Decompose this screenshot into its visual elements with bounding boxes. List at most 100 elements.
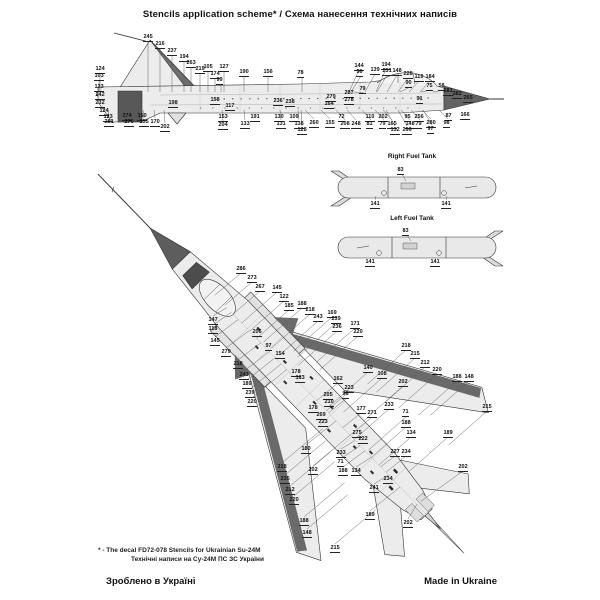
callout-184: 184	[425, 74, 436, 82]
callout-148: 148	[302, 530, 313, 538]
callout-99: 99	[216, 77, 224, 85]
callout-223: 223	[318, 419, 329, 427]
callout-220: 220	[289, 497, 300, 505]
left-fuel-tank-title: Left Fuel Tank	[390, 215, 434, 222]
callout-83: 83	[402, 228, 410, 236]
callout-220: 220	[247, 399, 258, 407]
callout-227: 227	[390, 449, 401, 457]
callout-212: 212	[285, 487, 296, 495]
callout-127: 127	[219, 64, 230, 72]
callout-148: 148	[464, 374, 475, 382]
callout-189: 189	[365, 512, 376, 520]
callout-279: 279	[221, 349, 232, 357]
callout-188: 188	[401, 420, 412, 428]
callout-138: 138	[294, 121, 305, 129]
callout-205: 205	[323, 392, 334, 400]
callout-265: 265	[463, 95, 474, 103]
callout-131: 131	[276, 121, 287, 129]
callout-174: 174	[210, 71, 221, 79]
callout-210: 210	[324, 399, 335, 407]
callout-97: 97	[427, 126, 435, 134]
callout-144: 144	[354, 63, 365, 71]
callout-286: 286	[236, 266, 247, 274]
callout-280: 280	[426, 120, 437, 128]
callout-239: 239	[331, 316, 342, 324]
callout-56: 56	[356, 69, 364, 77]
callout-134: 134	[351, 468, 362, 476]
callout-87: 87	[445, 113, 453, 121]
callout-233: 233	[336, 450, 347, 458]
callout-241: 241	[369, 485, 380, 493]
callout-75: 75	[426, 83, 434, 91]
callout-234: 234	[401, 449, 412, 457]
callout-198: 198	[168, 100, 179, 108]
right-fuel-tank-title: Right Fuel Tank	[387, 153, 437, 160]
callout-188: 188	[299, 518, 310, 526]
callout-165: 165	[387, 121, 398, 129]
callout-242: 242	[95, 92, 106, 100]
side-view-drawing	[95, 32, 504, 125]
callout-218: 218	[305, 307, 316, 315]
callout-218: 218	[277, 464, 288, 472]
callout-204: 204	[218, 122, 229, 130]
callout-220: 220	[432, 367, 443, 375]
callout-83: 83	[397, 167, 405, 175]
callout-155: 155	[139, 119, 150, 127]
callout-238: 238	[285, 99, 296, 107]
callout-150: 150	[137, 113, 148, 121]
callout-148: 148	[405, 121, 416, 129]
callout-154: 154	[275, 351, 286, 359]
callout-71: 71	[337, 459, 345, 467]
callout-164: 164	[324, 101, 335, 109]
callout-148: 148	[392, 68, 403, 76]
callout-81: 81	[366, 121, 374, 129]
callout-266: 266	[402, 127, 413, 135]
fuel-tanks-drawing	[330, 170, 504, 267]
callout-234: 234	[383, 476, 394, 484]
callout-202: 202	[160, 124, 171, 132]
callout-202: 202	[403, 520, 414, 528]
callout-188: 188	[297, 301, 308, 309]
callout-123: 123	[94, 84, 105, 92]
callout-273: 273	[247, 275, 258, 283]
callout-79: 79	[415, 121, 423, 129]
callout-215: 215	[330, 545, 341, 553]
callout-189: 189	[242, 381, 253, 389]
callout-124: 124	[99, 108, 110, 116]
callout-103: 103	[94, 73, 105, 81]
callout-119: 119	[414, 74, 424, 82]
callout-189: 189	[443, 430, 454, 438]
callout-145: 145	[210, 338, 221, 346]
callout-194: 194	[381, 62, 392, 70]
callout-117: 117	[225, 103, 235, 111]
callout-188: 188	[338, 468, 349, 476]
callout-170: 170	[150, 119, 161, 127]
callout-263: 263	[186, 60, 197, 68]
callout-133: 133	[240, 121, 251, 129]
callout-188: 188	[452, 374, 463, 382]
callout-109: 109	[289, 114, 300, 122]
callout-232: 232	[95, 100, 106, 108]
callout-155: 155	[325, 120, 336, 128]
callout-139: 139	[370, 67, 381, 75]
callout-79: 79	[359, 86, 367, 94]
callout-78: 78	[297, 70, 305, 78]
callout-132: 132	[390, 127, 401, 135]
callout-153: 153	[218, 114, 229, 122]
callout-177: 177	[356, 406, 367, 414]
top-view-drawing	[97, 173, 489, 561]
callout-98: 98	[443, 120, 451, 128]
callout-134: 134	[406, 430, 417, 438]
callout-279: 279	[326, 94, 337, 102]
callout-275: 275	[352, 430, 363, 438]
callout-141: 141	[430, 259, 441, 267]
callout-122: 122	[279, 294, 290, 302]
callout-124: 124	[95, 66, 106, 74]
footnote-line2: Технічні написи на Су-24М ПС ЗС України	[131, 556, 264, 563]
callout-110: 110	[365, 114, 375, 122]
callout-243: 243	[313, 314, 324, 322]
footnote-line1: * - The decal FD72-078 Stencils for Ukra…	[98, 547, 261, 554]
callout-130: 130	[274, 114, 285, 122]
